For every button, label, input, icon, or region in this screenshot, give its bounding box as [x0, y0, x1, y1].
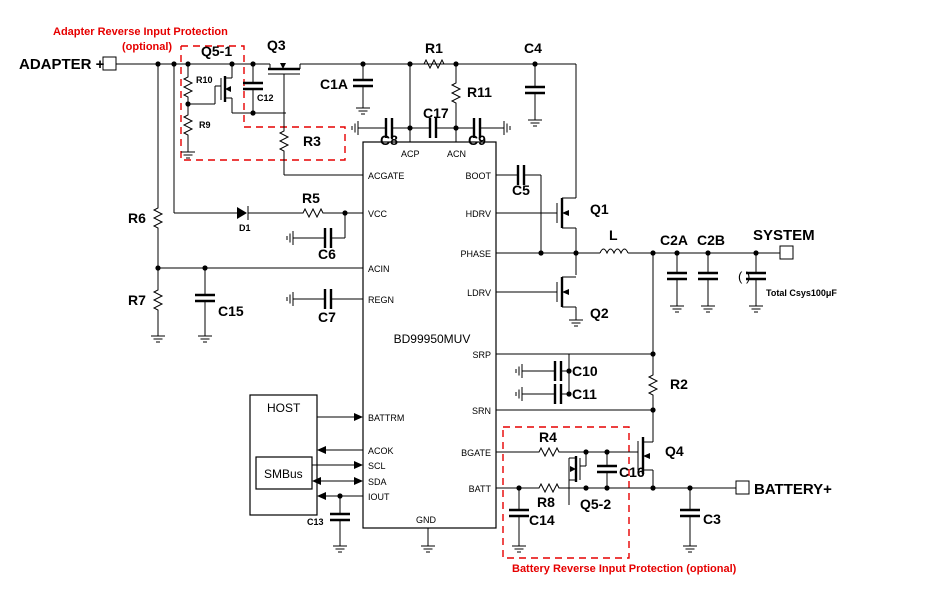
label-q5-2: Q5-2: [580, 496, 611, 512]
pin-boot: BOOT: [465, 171, 491, 181]
pin-acp: ACP: [401, 149, 420, 159]
pin-srn: SRN: [472, 406, 491, 416]
pin-acgate: ACGATE: [368, 171, 404, 181]
label-c6: C6: [318, 246, 336, 262]
smbus-block: [255, 456, 313, 490]
label-c12: C12: [257, 93, 274, 103]
label-c15: C15: [218, 303, 244, 319]
adapter-terminal: [102, 56, 117, 71]
pin-gnd: GND: [416, 515, 437, 525]
label-r5: R5: [302, 190, 320, 206]
system-terminal: [779, 245, 794, 260]
label-c14: C14: [529, 512, 555, 528]
label-c2a: C2A: [660, 232, 688, 248]
label-q2: Q2: [590, 305, 609, 321]
pin-vcc: VCC: [368, 209, 388, 219]
pin-batt: BATT: [469, 484, 492, 494]
label-c4: C4: [524, 40, 542, 56]
pin-bgate: BGATE: [461, 448, 491, 458]
battery-protection-box: [502, 426, 630, 559]
label-r8: R8: [537, 494, 555, 510]
label-r3: R3: [303, 133, 321, 149]
label-q4: Q4: [665, 443, 684, 459]
pin-sda: SDA: [368, 477, 387, 487]
battery-protection-title: Battery Reverse Input Protection (option…: [512, 563, 737, 575]
pin-acn: ACN: [447, 149, 466, 159]
smbus-label: SMBus: [264, 467, 303, 481]
label-r4: R4: [539, 429, 557, 445]
adapter-protection-title: Adapter Reverse Input Protection: [53, 26, 228, 38]
pin-acin: ACIN: [368, 264, 390, 274]
label-r10: R10: [196, 75, 213, 85]
label-c13: C13: [307, 517, 324, 527]
system-label: SYSTEM: [753, 227, 815, 244]
ic-bd99950muv: [362, 141, 497, 529]
label-r6: R6: [128, 210, 146, 226]
pin-iout: IOUT: [368, 492, 390, 502]
adapter-protection-box: [180, 45, 346, 161]
label-r9: R9: [199, 120, 211, 130]
csys-paren: ( ): [738, 269, 750, 284]
label-r7: R7: [128, 292, 146, 308]
pin-scl: SCL: [368, 461, 386, 471]
label-c10: C10: [572, 363, 598, 379]
pin-srp: SRP: [472, 350, 491, 360]
label-r2: R2: [670, 376, 688, 392]
d1-diode-icon: [237, 207, 247, 219]
pin-acok: ACOK: [368, 446, 394, 456]
label-c8: C8: [380, 132, 398, 148]
label-c16: C16: [619, 464, 645, 480]
label-c1a: C1A: [320, 76, 348, 92]
label-r1: R1: [425, 40, 443, 56]
battery-label: BATTERY+: [754, 481, 832, 498]
label-c3: C3: [703, 511, 721, 527]
label-q5-1: Q5-1: [201, 43, 232, 59]
pin-hdrv: HDRV: [466, 209, 491, 219]
pin-phase: PHASE: [460, 249, 491, 259]
label-r11: R11: [467, 84, 492, 100]
label-c11: C11: [572, 386, 597, 402]
pin-regn: REGN: [368, 295, 394, 305]
adapter-label: ADAPTER +: [19, 56, 105, 73]
label-c17: C17: [423, 105, 449, 121]
label-q1: Q1: [590, 201, 609, 217]
label-c5: C5: [512, 182, 530, 198]
label-c9: C9: [468, 132, 486, 148]
label-c7: C7: [318, 309, 336, 325]
label-d1: D1: [239, 223, 251, 233]
label-csys: Total Csys100μF: [766, 288, 837, 298]
label-c2b: C2B: [697, 232, 725, 248]
inductor-l-icon: [599, 248, 629, 255]
adapter-protection-subtitle: (optional): [122, 41, 172, 53]
label-q3: Q3: [267, 37, 286, 53]
host-block: [249, 394, 318, 516]
pin-ldrv: LDRV: [467, 288, 491, 298]
chip-name: BD99950MUV: [394, 332, 471, 346]
host-label: HOST: [267, 401, 301, 415]
label-l: L: [609, 227, 618, 243]
pin-battrm: BATTRM: [368, 413, 404, 423]
battery-terminal: [735, 480, 750, 495]
